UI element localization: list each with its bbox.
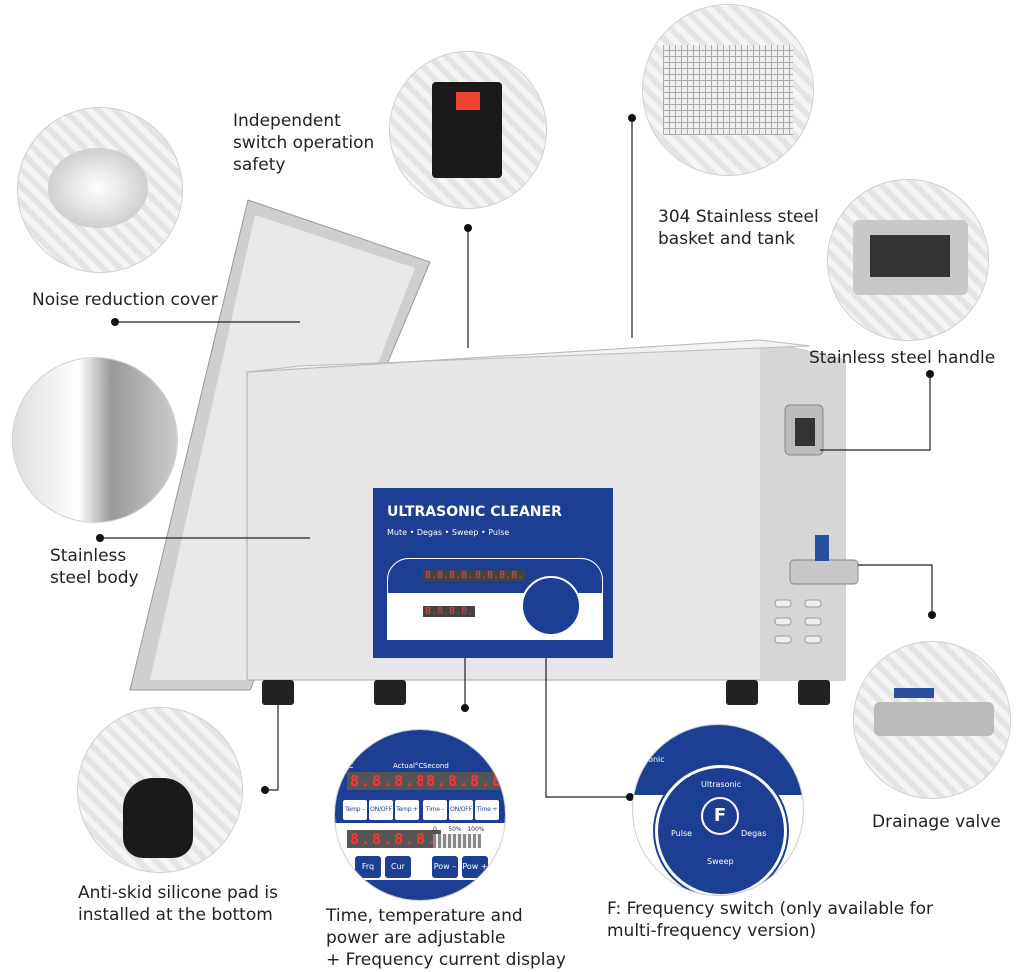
power-button-2[interactable]: ON/OFF [449,800,473,820]
mode-dial[interactable] [521,576,581,636]
freq-display: 8.8.8.8. [423,606,476,617]
label-frequency: F: Frequency switch (only available for … [607,899,933,941]
actual-label: Actual°C [393,762,424,770]
mode-sweep[interactable]: Sweep [707,857,734,866]
panel-title: ULTRASONIC CLEANER [387,504,562,520]
label-pad: Anti-skid silicone pad is installed at t… [78,883,278,925]
power-switch-icon [456,92,480,110]
mode-ultrasonic[interactable]: Ultrasonic [701,780,742,789]
mode-degas[interactable]: Degas [741,829,767,838]
freq-display-large: 8.8.8.8. [347,830,442,848]
label-switch: Independent switch operation safety [233,111,375,175]
temp-plus-button[interactable]: Temp + [395,800,419,820]
cur-button[interactable]: Cur [385,856,411,878]
frequency-switch-button[interactable]: F [701,797,739,835]
frq-button[interactable]: Frq [355,856,381,878]
time-display: 8.8.8.8. [473,570,526,581]
dial-detail-circle: asonic Ultrasonic Pulse Degas Sweep F [633,725,803,895]
display-detail-circle: °C Actual°C Second 8.8.8.8. 8.8.8.8. Tem… [335,730,505,900]
pow-plus-button[interactable]: Pow + [462,856,488,878]
mode-pulse[interactable]: Pulse [671,829,693,838]
label-body: Stainless steel body [50,546,139,588]
temp-display: 8.8.8.8. [423,570,476,581]
valve-detail-circle [854,642,1010,798]
label-handle: Stainless steel handle [809,348,996,368]
time-plus-button[interactable]: Time + [475,800,499,820]
label-basket: 304 Stainless steel basket and tank [658,207,819,249]
switch-detail-circle [390,52,546,208]
pow-minus-button[interactable]: Pow – [432,856,458,878]
body-detail-circle [13,358,177,522]
label-valve: Drainage valve [872,812,1001,832]
control-panel: ULTRASONIC CLEANER Mute • Degas • Sweep … [373,488,613,658]
temp-display-large: 8.8.8.8. [347,772,442,790]
time-display-large: 8.8.8.8. [423,772,505,790]
pad-detail-circle [78,708,242,872]
power-button-1[interactable]: ON/OFF [369,800,393,820]
second-label: Second [423,762,449,770]
panel-subtitle: Mute • Degas • Sweep • Pulse [387,528,510,537]
temp-minus-button[interactable]: Temp – [343,800,367,820]
power-scale: 0 50% 100% [433,826,485,833]
feet [262,680,830,705]
power-bar [433,834,481,848]
label-display: Time, temperature and power are adjustab… [326,906,566,970]
drain-valve [789,559,859,585]
basket-detail-circle [643,5,813,175]
ultrasonic-corner-label: asonic [639,755,665,764]
label-cover: Noise reduction cover [32,290,218,310]
temp-label: °C [345,762,354,770]
handle-detail-circle [828,180,988,340]
time-minus-button[interactable]: Time – [423,800,447,820]
cover-detail-circle [18,108,182,272]
